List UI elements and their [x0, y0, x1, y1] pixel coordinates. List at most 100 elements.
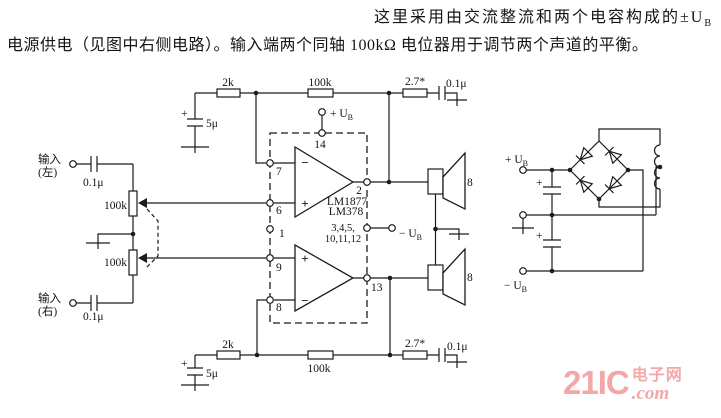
- resistor-2k-bottom: [216, 350, 241, 360]
- pin-8: 8: [276, 302, 282, 314]
- ic-name-lm1877: LM1877: [327, 196, 368, 208]
- label-100n-top: 0.1μ: [446, 78, 467, 90]
- input-networks: 输入 (左) 输入 (右) 0.1μ 0.1μ 100k 100k: [38, 152, 266, 323]
- capacitor-100n-bottom: [438, 348, 446, 362]
- filter-cap-bottom: +: [536, 215, 561, 271]
- label-2k-top: 2k: [222, 77, 234, 89]
- ub-subscript: B: [704, 18, 712, 30]
- pin-1: 1: [279, 228, 285, 240]
- label-plus-5u-top: +: [181, 108, 188, 120]
- resistor-100k-top: [307, 88, 334, 98]
- label-2r7-bottom: 2.7*: [405, 338, 425, 350]
- ic-lm1877: − + + − + UB − UB: [266, 108, 428, 324]
- label-2r7-top: 2.7*: [405, 76, 425, 88]
- pin-9: 9: [276, 262, 282, 274]
- resistor-2r7-top: [402, 88, 428, 98]
- watermark-cn: 电子网: [631, 367, 683, 384]
- opamp-bottom: + −: [274, 243, 428, 313]
- diode-bottom-right: [604, 175, 623, 194]
- label-100k-bottom: 100k: [308, 363, 331, 375]
- ic-name-lm378: LM378: [329, 206, 364, 218]
- label-pot-top: 100k: [104, 200, 127, 212]
- resistor-100k-bottom: [307, 350, 334, 360]
- label-5u-top: 5μ: [206, 118, 218, 130]
- label-speaker-bottom-ohms: 8: [467, 272, 473, 284]
- pin-2: 2: [356, 185, 362, 197]
- label-100k-top: 100k: [309, 77, 332, 89]
- speaker-bottom-body: [427, 264, 444, 291]
- label-input-left-paren: (左): [38, 165, 57, 179]
- watermark: 21IC 电子网 .com: [563, 364, 683, 404]
- label-supply-ub-minus: − UB: [504, 280, 527, 294]
- ic-gnd-pins-2: 10,11,12: [325, 234, 361, 245]
- label-input-left-cn: 输入: [38, 152, 61, 166]
- label-plus-5u-bottom: +: [181, 358, 188, 370]
- paragraph-line-1: 这里采用由交流整流和两个电容构成的±UB: [374, 9, 712, 30]
- pot-100k-top: [128, 190, 138, 217]
- power-supply: + + + UB − UB: [504, 128, 663, 294]
- ic-gnd-pins-1: 3,4,5,: [331, 223, 355, 234]
- label-cap-input-right: 0.1μ: [83, 311, 104, 323]
- wire-pin8: [256, 299, 266, 355]
- wire-pin7: [255, 93, 266, 164]
- wire-minus-rail: [628, 169, 644, 271]
- label-pot-bottom: 100k: [104, 257, 127, 269]
- ground-bottom-right: [445, 354, 467, 368]
- label-plus-cap1: +: [536, 177, 543, 189]
- top-feedback-network: 2k 100k 2.7* 0.1μ + 5μ: [181, 76, 467, 182]
- resistor-2k-top: [216, 88, 241, 98]
- opamp-top-plus: +: [301, 196, 308, 211]
- pin-7: 7: [276, 166, 282, 178]
- filter-cap-top: +: [536, 170, 561, 215]
- opamp-top-minus: −: [301, 155, 308, 170]
- wire-to-winding-bottom: [598, 189, 661, 208]
- bottom-feedback-network: 2k 100k 2.7* 0.1μ + 5μ: [181, 275, 468, 391]
- input-left-terminal: [69, 160, 77, 168]
- wire-to-winding-top: [598, 128, 661, 145]
- label-cap-input-left: 0.1μ: [83, 177, 104, 189]
- label-100n-bottom: 0.1μ: [447, 341, 468, 353]
- supply-mid-terminal: [519, 211, 527, 219]
- capacitor-100n-top: [438, 86, 446, 100]
- speaker-top-cone: [442, 151, 466, 211]
- opamp-bottom-minus: −: [301, 293, 308, 308]
- label-supply-ub-plus: + UB: [505, 154, 528, 168]
- label-plus-cap2: +: [536, 230, 543, 242]
- speakers: 8 8: [427, 151, 473, 307]
- ub-minus-terminal: [388, 224, 396, 232]
- pin-13: 13: [371, 282, 383, 294]
- label-ub-minus-ic: − UB: [399, 228, 422, 242]
- label-input-right-cn: 输入: [38, 291, 61, 305]
- pin-14: 14: [314, 139, 326, 151]
- bridge-rectifier: [569, 140, 629, 200]
- resistor-2r7-bottom: [402, 350, 428, 360]
- diode-bottom-left: [575, 175, 594, 194]
- diode-top-left: [575, 146, 594, 165]
- ground-input: [86, 233, 133, 249]
- ground-supply: [512, 218, 534, 234]
- wiper-arrow-top: [138, 198, 147, 208]
- watermark-21ic: 21IC: [563, 364, 630, 401]
- paragraph-line-2: 电源供电（见图中右侧电路）。输入端两个同轴 100kΩ 电位器用于调节两个声道的…: [7, 37, 649, 54]
- wiper-arrow-bottom: [138, 253, 147, 263]
- supply-ub-minus-terminal: [519, 267, 527, 275]
- label-5u-bottom: 5μ: [206, 368, 218, 380]
- ground-top-right: [445, 92, 467, 106]
- watermark-com: .com: [631, 382, 670, 404]
- label-speaker-top-ohms: 8: [467, 177, 473, 189]
- capacitor-5u-bottom: [181, 355, 209, 391]
- input-right-terminal: [69, 299, 77, 307]
- capacitor-5u-top: [181, 93, 209, 153]
- supply-ub-plus-terminal: [519, 166, 527, 174]
- label-input-right-paren: (右): [38, 304, 57, 318]
- opamp-top: − +: [274, 145, 428, 219]
- speaker-top-body: [427, 168, 444, 195]
- opamp-bottom-plus: +: [301, 251, 308, 266]
- diode-top-right: [604, 146, 623, 165]
- speaker-bottom-cone: [442, 247, 466, 307]
- pot-100k-bottom: [128, 249, 138, 276]
- label-2k-bottom: 2k: [222, 339, 234, 351]
- pin-6: 6: [276, 205, 282, 217]
